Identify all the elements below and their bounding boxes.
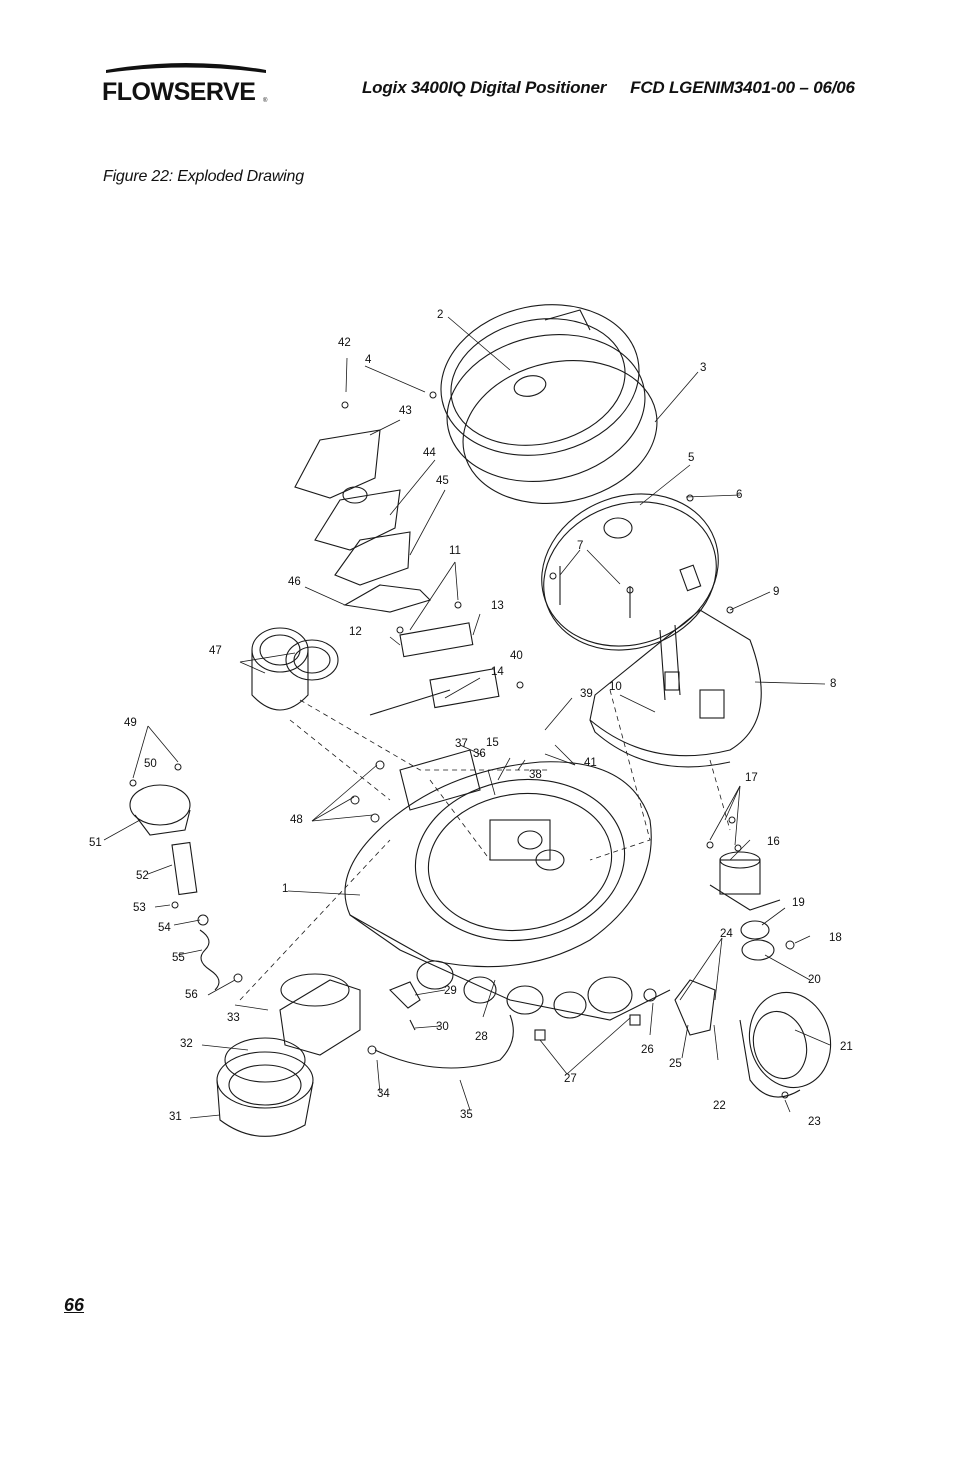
callout-38: 38 [529, 769, 542, 781]
callout-2: 2 [437, 309, 444, 321]
callout-4: 4 [365, 354, 372, 366]
callout-24: 24 [720, 928, 733, 940]
callout-56: 56 [185, 989, 198, 1001]
callout-5: 5 [688, 452, 695, 464]
leader-lines [103, 316, 831, 1119]
callout-26: 26 [641, 1044, 654, 1056]
callout-22: 22 [713, 1100, 726, 1112]
callout-3: 3 [700, 362, 707, 374]
callout-33: 33 [227, 1012, 240, 1024]
callout-25: 25 [669, 1058, 682, 1070]
callout-11: 11 [449, 545, 461, 557]
callout-39: 39 [580, 688, 593, 700]
indicator-cover [294, 429, 432, 613]
callout-36: 36 [473, 748, 486, 760]
flowserve-logo-mark: FLOWSERVE ® [102, 63, 268, 106]
callout-1: 1 [282, 883, 289, 895]
exploded-drawing [90, 300, 870, 1140]
callout-45: 45 [436, 475, 449, 487]
callout-12: 12 [349, 626, 362, 638]
callout-52: 52 [136, 870, 149, 882]
callout-13: 13 [491, 600, 504, 612]
callout-32: 32 [180, 1038, 193, 1050]
feedback-assembly [129, 784, 220, 991]
electronics-plate [541, 493, 719, 651]
callout-50: 50 [144, 758, 157, 770]
callout-35: 35 [460, 1109, 473, 1121]
callout-34: 34 [377, 1088, 390, 1100]
page-number: 66 [64, 1295, 85, 1315]
callout-55: 55 [172, 952, 185, 964]
circuit-board [589, 609, 762, 768]
main-housing [344, 749, 671, 1021]
svg-text:FLOWSERVE: FLOWSERVE [102, 78, 255, 106]
callout-19: 19 [792, 897, 805, 909]
document-code: FCD LGENIM3401-00 – 06/06 [630, 78, 855, 97]
svg-text:®: ® [263, 97, 268, 104]
callout-9: 9 [773, 586, 780, 598]
callout-18: 18 [829, 932, 842, 944]
callout-48: 48 [290, 814, 303, 826]
figure-caption: Figure 22: Exploded Drawing [103, 168, 304, 185]
callout-44: 44 [423, 447, 436, 459]
callout-30: 30 [436, 1021, 449, 1033]
cover-assembly [440, 304, 658, 504]
callout-46: 46 [288, 576, 301, 588]
callout-28: 28 [475, 1031, 488, 1043]
callout-31: 31 [169, 1111, 182, 1123]
callout-23: 23 [808, 1116, 821, 1128]
document-header: Logix 3400IQ Digital Positioner FCD LGENI… [362, 78, 855, 98]
callout-53: 53 [133, 902, 146, 914]
ring-19 [740, 920, 770, 940]
ring-20 [741, 939, 775, 961]
ribbon-connector [369, 622, 500, 716]
nozzle-parts [389, 981, 421, 1031]
callout-51: 51 [89, 837, 102, 849]
callout-10: 10 [609, 681, 622, 693]
callout-21: 21 [840, 1041, 853, 1053]
assembly-guides [239, 689, 731, 1001]
torque-motor [709, 851, 781, 911]
pressure-gauges [251, 627, 339, 711]
callout-43: 43 [399, 405, 412, 417]
callout-7: 7 [577, 540, 584, 552]
small-screws [129, 391, 795, 1099]
pressure-modulator [216, 973, 361, 1137]
callout-20: 20 [808, 974, 821, 986]
callout-37: 37 [455, 738, 468, 750]
callout-49: 49 [124, 717, 137, 729]
callout-29: 29 [444, 985, 457, 997]
callout-17: 17 [745, 772, 758, 784]
callout-6: 6 [736, 489, 743, 501]
callout-15: 15 [486, 737, 499, 749]
end-cap [739, 991, 832, 1098]
callout-16: 16 [767, 836, 780, 848]
exploded-drawing-illustration [103, 304, 832, 1137]
callout-54: 54 [158, 922, 171, 934]
tube [374, 1014, 514, 1069]
product-title: Logix 3400IQ Digital Positioner [362, 78, 607, 97]
callout-47: 47 [209, 645, 222, 657]
callout-41: 41 [584, 757, 597, 769]
callout-14: 14 [491, 666, 504, 678]
callout-42: 42 [338, 337, 351, 349]
callout-8: 8 [830, 678, 837, 690]
flowserve-logo: FLOWSERVE ® [100, 62, 272, 106]
callout-27: 27 [564, 1073, 577, 1085]
callout-40: 40 [510, 650, 523, 662]
